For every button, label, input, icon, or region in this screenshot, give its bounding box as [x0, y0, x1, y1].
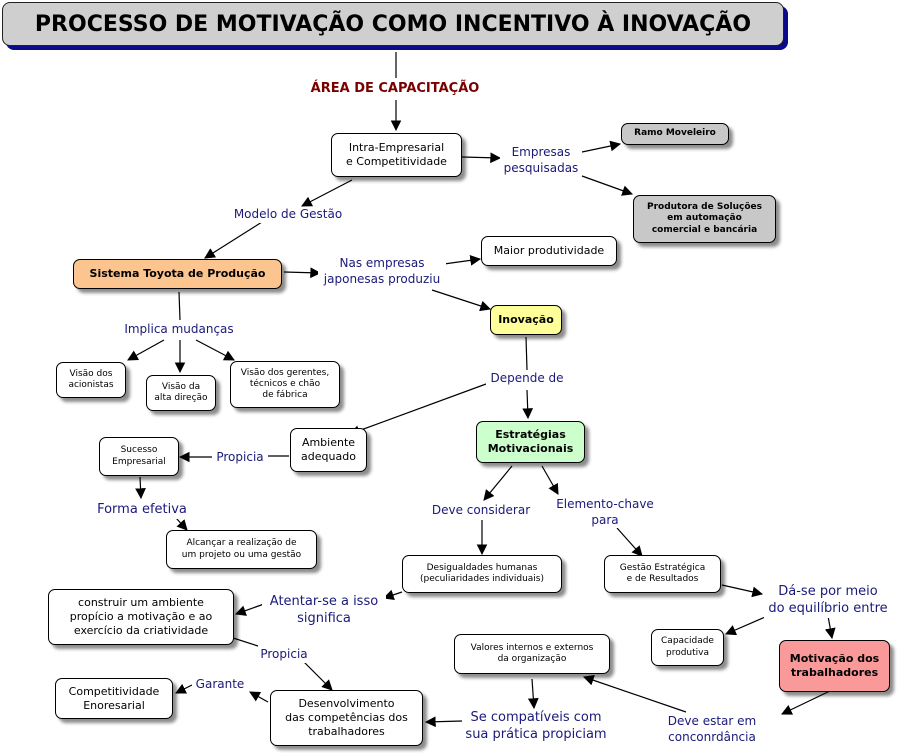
- node-desigualdades-humanas: Desigualdades humanas (peculiaridades in…: [402, 555, 562, 593]
- node-ambiente-adequado: Ambiente adequado: [290, 428, 367, 472]
- node-sucesso-empresarial: Sucesso Empresarial: [99, 437, 179, 476]
- label-se-compativeis: Se compatíveis com sua prática propiciam: [462, 710, 610, 744]
- node-visao-direcao: Visão da alta direção: [146, 375, 216, 411]
- node-alcancar-realizacao: Alcançar a realização de um projeto ou u…: [166, 530, 317, 569]
- node-maior-produtividade: Maior produtividade: [481, 236, 617, 266]
- label-propicia-2: Propicia: [256, 647, 312, 663]
- label-modelo-gestao: Modelo de Gestão: [230, 207, 346, 223]
- node-desenvolvimento-competencias: Desenvolvimento das competências dos tra…: [270, 690, 423, 746]
- node-visao-gerentes: Visão dos gerentes, técnicos e chão de f…: [230, 361, 340, 408]
- node-visao-acionistas: Visão dos acionistas: [56, 362, 126, 398]
- label-atentar-se: Atentar-se a isso significa: [262, 594, 386, 628]
- node-capacidade-produtiva: Capacidade produtiva: [651, 629, 724, 666]
- label-da-se-por-meio: Dá-se por meio do equilíbrio entre: [764, 584, 892, 618]
- label-depende-de: Depende de: [486, 371, 568, 387]
- node-competitividade-empresarial: Competitividade Enoresarial: [55, 678, 173, 719]
- node-produtora-solucoes: Produtora de Soluções em automação comer…: [633, 195, 776, 243]
- label-empresas-pesquisadas: Empresas pesquisadas: [500, 145, 582, 177]
- label-deve-estar: Deve estar em conconrdância: [660, 714, 764, 746]
- area-label: ÁREA DE CAPACITAÇÃO: [300, 81, 490, 98]
- label-deve-considerar: Deve considerar: [426, 503, 536, 519]
- label-propicia-1: Propicia: [212, 450, 268, 466]
- diagram-title: PROCESSO DE MOTIVAÇÃO COMO INCENTIVO À I…: [2, 2, 784, 46]
- node-construir-ambiente: construir um ambiente propício a motivaç…: [48, 589, 234, 645]
- node-estrategias-motivacionais: Estratégias Motivacionais: [476, 421, 585, 463]
- label-elemento-chave: Elemento-chave para: [553, 497, 657, 529]
- node-motivacao-trabalhadores: Motivação dos trabalhadores: [779, 640, 890, 692]
- label-nas-empresas: Nas empresas japonesas produziu: [318, 256, 446, 288]
- node-intra-empresarial: Intra-Empresarial e Competitividade: [331, 133, 462, 177]
- node-valores-organizacao: Valores internos e externos da organizaç…: [454, 634, 610, 674]
- node-inovacao: Inovação: [490, 305, 562, 335]
- node-sistema-toyota: Sistema Toyota de Produção: [73, 259, 282, 289]
- label-garante: Garante: [192, 677, 248, 693]
- label-implica-mudancas: Implica mudanças: [124, 322, 234, 338]
- label-forma-efetiva: Forma efetiva: [92, 502, 192, 519]
- node-ramo-moveleiro: Ramo Moveleiro: [621, 123, 729, 145]
- node-gestao-estrategica: Gestão Estratégica e de Resultados: [604, 555, 721, 593]
